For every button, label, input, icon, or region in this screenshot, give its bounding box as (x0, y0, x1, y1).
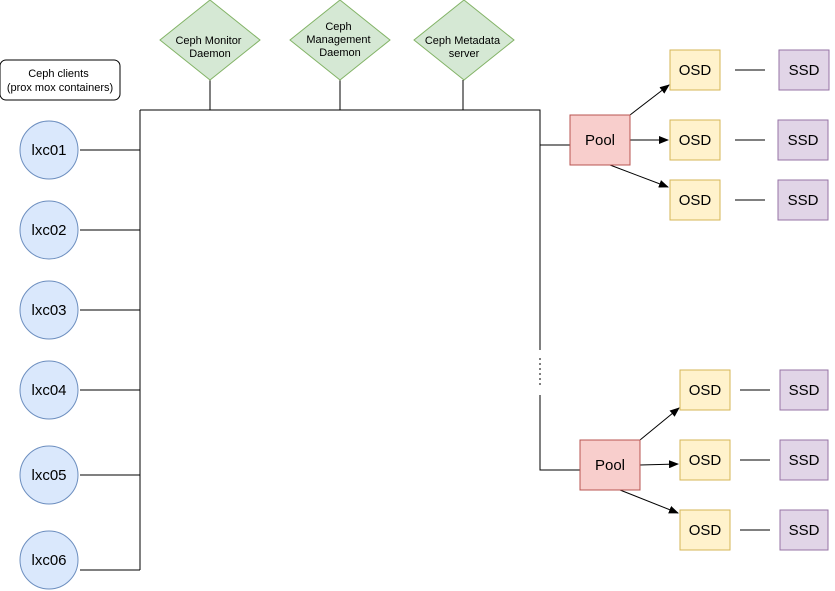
lxc-label: lxc06 (31, 552, 66, 569)
lxc-label: lxc01 (31, 142, 66, 159)
osd-node[interactable]: OSD (679, 439, 731, 481)
pool-to-osd-arrow (619, 489, 679, 514)
lxc-node[interactable]: lxc06 (19, 530, 79, 590)
ssd-rect (779, 509, 829, 551)
daemon-monitor[interactable]: Ceph Monitor Daemon (159, 0, 261, 81)
pool-group-lower: Pool OSD OSD OSD SSD SSD SSD (579, 369, 829, 551)
pool-bus-lower (539, 395, 580, 471)
connector-lines (80, 80, 580, 571)
ssd-node[interactable]: SSD (777, 119, 829, 161)
lxc-circle (19, 280, 79, 340)
pool-to-osd-arrow (629, 84, 670, 116)
lxc-label: lxc05 (31, 467, 66, 484)
osd-rect (669, 179, 721, 221)
lxc-node[interactable]: lxc02 (19, 200, 79, 260)
lxc-label: lxc02 (31, 222, 66, 239)
ssd-node[interactable]: SSD (779, 369, 829, 411)
osd-label: OSD (679, 192, 712, 209)
ssd-rect (778, 49, 830, 91)
ssd-label: SSD (788, 192, 819, 209)
pool-to-osd-arrow (609, 164, 669, 188)
osd-label: OSD (689, 522, 722, 539)
clients-box-label: Ceph clients (prox mox containers) (7, 68, 113, 94)
pool-arrows (609, 84, 670, 188)
ssd-rect (777, 179, 829, 221)
daemon-management[interactable]: Ceph Management Daemon (289, 0, 391, 81)
ssd-node[interactable]: SSD (779, 439, 829, 481)
osd-node[interactable]: OSD (669, 179, 721, 221)
pool-rect (579, 439, 641, 491)
lxc-node[interactable]: lxc01 (19, 120, 79, 180)
ssd-node[interactable]: SSD (778, 49, 830, 91)
ssd-label: SSD (789, 522, 820, 539)
osd-node[interactable]: OSD (679, 509, 731, 551)
lxc-circle (19, 360, 79, 420)
lxc-node[interactable]: lxc04 (19, 360, 79, 420)
pool-node[interactable]: Pool (569, 114, 631, 166)
lxc-circle (19, 445, 79, 505)
lxc-circle (19, 200, 79, 260)
ceph-clients-box[interactable]: Ceph clients (prox mox containers) (0, 59, 121, 101)
ssd-label: SSD (789, 452, 820, 469)
osd-node[interactable]: OSD (679, 369, 731, 411)
osd-rect (679, 509, 731, 551)
ssd-rect (779, 369, 829, 411)
ssd-node[interactable]: SSD (779, 509, 829, 551)
clients-box-rect (0, 59, 121, 101)
pool-rect (569, 114, 631, 166)
osd-rect (679, 439, 731, 481)
ssd-label: SSD (788, 132, 819, 149)
ssd-node[interactable]: SSD (777, 179, 829, 221)
osd-label: OSD (689, 452, 722, 469)
pool-label: Pool (585, 132, 615, 149)
osd-label: OSD (689, 382, 722, 399)
osd-rect (669, 119, 721, 161)
daemon-diamond (159, 0, 261, 81)
daemon-label: Ceph Monitor Daemon (175, 35, 244, 60)
ssd-rect (777, 119, 829, 161)
daemon-diamond (289, 0, 391, 81)
osd-ssd-links (740, 389, 770, 531)
lxc-label: lxc04 (31, 382, 66, 399)
daemon-diamond (413, 0, 515, 81)
lxc-node[interactable]: lxc05 (19, 445, 79, 505)
daemon-metadata[interactable]: Ceph Metadata server (413, 0, 515, 81)
main-bus (140, 109, 570, 146)
daemon-label: Ceph Management Daemon (306, 21, 373, 59)
lxc-node[interactable]: lxc03 (19, 280, 79, 340)
osd-rect (679, 369, 731, 411)
lxc-label: lxc03 (31, 302, 66, 319)
pool-label: Pool (595, 457, 625, 474)
pool-arrows (619, 407, 680, 514)
pool-node[interactable]: Pool (579, 439, 641, 491)
pool-to-osd-arrow (639, 407, 680, 441)
ssd-label: SSD (789, 62, 820, 79)
osd-node[interactable]: OSD (669, 119, 721, 161)
pool-group-upper: Pool OSD OSD OSD SSD SSD SSD (569, 49, 830, 221)
pool-to-osd-arrow (639, 460, 679, 469)
ssd-label: SSD (789, 382, 820, 399)
osd-label: OSD (679, 132, 712, 149)
osd-ssd-links (735, 69, 765, 201)
daemon-label: Ceph Metadata server (425, 35, 503, 60)
osd-label: OSD (679, 62, 712, 79)
lxc-circle (19, 120, 79, 180)
osd-rect (669, 49, 721, 91)
lxc-circle (19, 530, 79, 590)
osd-node[interactable]: OSD (669, 49, 721, 91)
ssd-rect (779, 439, 829, 481)
